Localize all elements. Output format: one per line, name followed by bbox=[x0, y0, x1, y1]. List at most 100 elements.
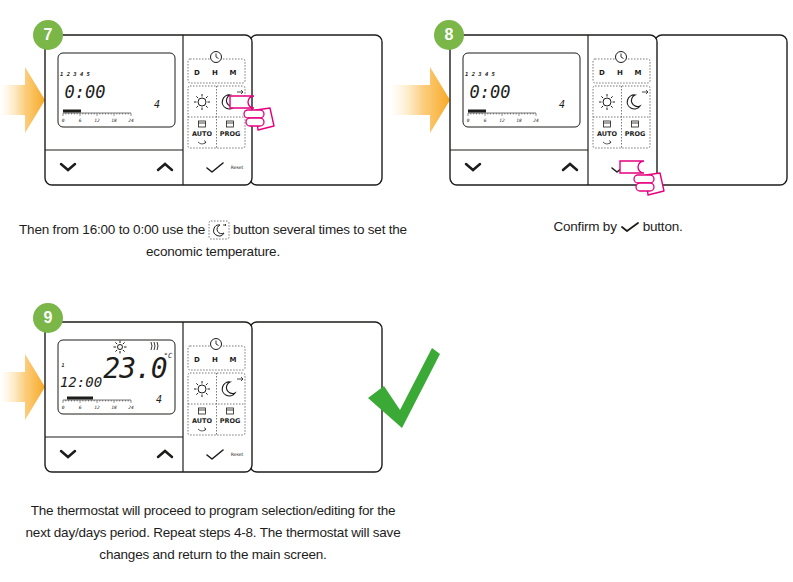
scale-tick bbox=[502, 113, 503, 116]
scale-tick bbox=[82, 400, 83, 402]
scale-tick bbox=[74, 400, 75, 402]
scale-tick bbox=[530, 113, 531, 115]
heat-wave bbox=[154, 342, 155, 350]
program-bar bbox=[468, 110, 486, 113]
scale-tick bbox=[499, 113, 500, 115]
step-number-text: 9 bbox=[44, 310, 53, 326]
sun-ray bbox=[208, 389, 211, 390]
pressing-finger bbox=[620, 161, 664, 195]
scale-tick bbox=[524, 113, 525, 115]
calendar-icon bbox=[227, 123, 234, 124]
scale-tick bbox=[94, 113, 95, 115]
device-label: 24 bbox=[533, 119, 538, 124]
scale-tick bbox=[504, 113, 505, 115]
device-label: °C bbox=[164, 353, 172, 360]
scale-tick bbox=[533, 113, 534, 115]
device-label: 1 bbox=[61, 363, 64, 368]
scale-tick bbox=[102, 400, 103, 402]
sun-ray bbox=[202, 395, 203, 398]
scale-tick bbox=[496, 113, 497, 115]
sun-ray bbox=[206, 96, 208, 98]
plane-icon bbox=[642, 90, 648, 94]
scale-tick bbox=[97, 400, 98, 403]
button-grid bbox=[188, 117, 245, 118]
thermostat bbox=[45, 322, 382, 472]
scale-tick bbox=[63, 400, 64, 403]
sun-ray bbox=[114, 347, 117, 348]
clock-icon bbox=[616, 52, 627, 63]
divider bbox=[182, 322, 183, 472]
sun-icon bbox=[603, 98, 611, 106]
scale-tick bbox=[116, 400, 117, 402]
finger bbox=[230, 96, 254, 108]
scale-tick bbox=[119, 113, 120, 115]
pointer-arrow bbox=[0, 67, 45, 133]
scale-tick bbox=[63, 113, 64, 116]
scale-tick bbox=[91, 400, 92, 402]
button-grid bbox=[593, 117, 650, 118]
scale-tick bbox=[77, 400, 78, 402]
auto-arrow bbox=[198, 428, 206, 432]
scale-tick bbox=[71, 113, 72, 115]
finger bbox=[620, 161, 644, 173]
scale-tick bbox=[519, 113, 520, 116]
device-label: 18 bbox=[516, 119, 521, 124]
device-label: D bbox=[194, 70, 200, 77]
scale-tick bbox=[80, 400, 81, 403]
device-label: H bbox=[212, 70, 218, 77]
clock-icon bbox=[211, 52, 222, 63]
confirm-button bbox=[207, 450, 223, 459]
thermostat bbox=[450, 35, 787, 185]
device-label: 1 2 3 4 5 bbox=[465, 72, 495, 78]
scale-tick bbox=[116, 113, 117, 115]
sun-ray bbox=[601, 96, 603, 98]
scale-tick bbox=[65, 400, 66, 402]
device-label: H bbox=[617, 70, 623, 77]
device-label: 0 bbox=[62, 406, 65, 411]
scale-tick bbox=[476, 113, 477, 115]
calendar-icon bbox=[227, 121, 234, 127]
device-label: 6 bbox=[79, 406, 82, 411]
button-grid bbox=[188, 404, 245, 405]
device-label: PROG bbox=[220, 418, 241, 425]
sun-ray bbox=[123, 350, 125, 352]
sun-icon bbox=[118, 345, 123, 350]
sun-ray bbox=[601, 106, 603, 108]
sun-ray bbox=[120, 341, 121, 344]
device-label: 1 2 3 4 5 bbox=[60, 72, 90, 78]
sun-ray bbox=[206, 383, 208, 385]
cover-panel bbox=[250, 35, 382, 185]
device-label: D bbox=[599, 70, 605, 77]
device-label: 6 bbox=[79, 119, 82, 124]
scale-tick bbox=[108, 113, 109, 115]
scale-tick bbox=[65, 113, 66, 115]
sun-ray bbox=[613, 102, 616, 103]
scale-tick bbox=[490, 113, 491, 115]
plane-icon bbox=[237, 377, 243, 381]
down-button bbox=[61, 164, 75, 170]
sun-ray bbox=[115, 342, 117, 344]
scale-tick bbox=[128, 113, 129, 115]
sun-ray bbox=[196, 96, 198, 98]
thermostat-body bbox=[45, 322, 252, 472]
scale-tick bbox=[111, 400, 112, 402]
scale-tick bbox=[85, 400, 86, 402]
device-label: 4 bbox=[559, 100, 565, 110]
button-grid bbox=[593, 86, 650, 148]
auto-arrow bbox=[198, 141, 206, 145]
sun-ray bbox=[202, 381, 203, 384]
device-label: 0 bbox=[467, 119, 470, 124]
scale-tick bbox=[487, 113, 488, 115]
pointer-arrow bbox=[390, 67, 450, 133]
step-number-text: 7 bbox=[44, 27, 53, 43]
scale-tick bbox=[94, 400, 95, 402]
program-bar bbox=[67, 397, 93, 400]
device-label: AUTO bbox=[192, 131, 212, 138]
clock-hands bbox=[216, 54, 219, 59]
divider bbox=[45, 149, 183, 150]
scale-tick bbox=[111, 113, 112, 115]
scale-tick bbox=[521, 113, 522, 115]
scale-tick bbox=[68, 113, 69, 115]
moon-icon bbox=[222, 382, 235, 396]
